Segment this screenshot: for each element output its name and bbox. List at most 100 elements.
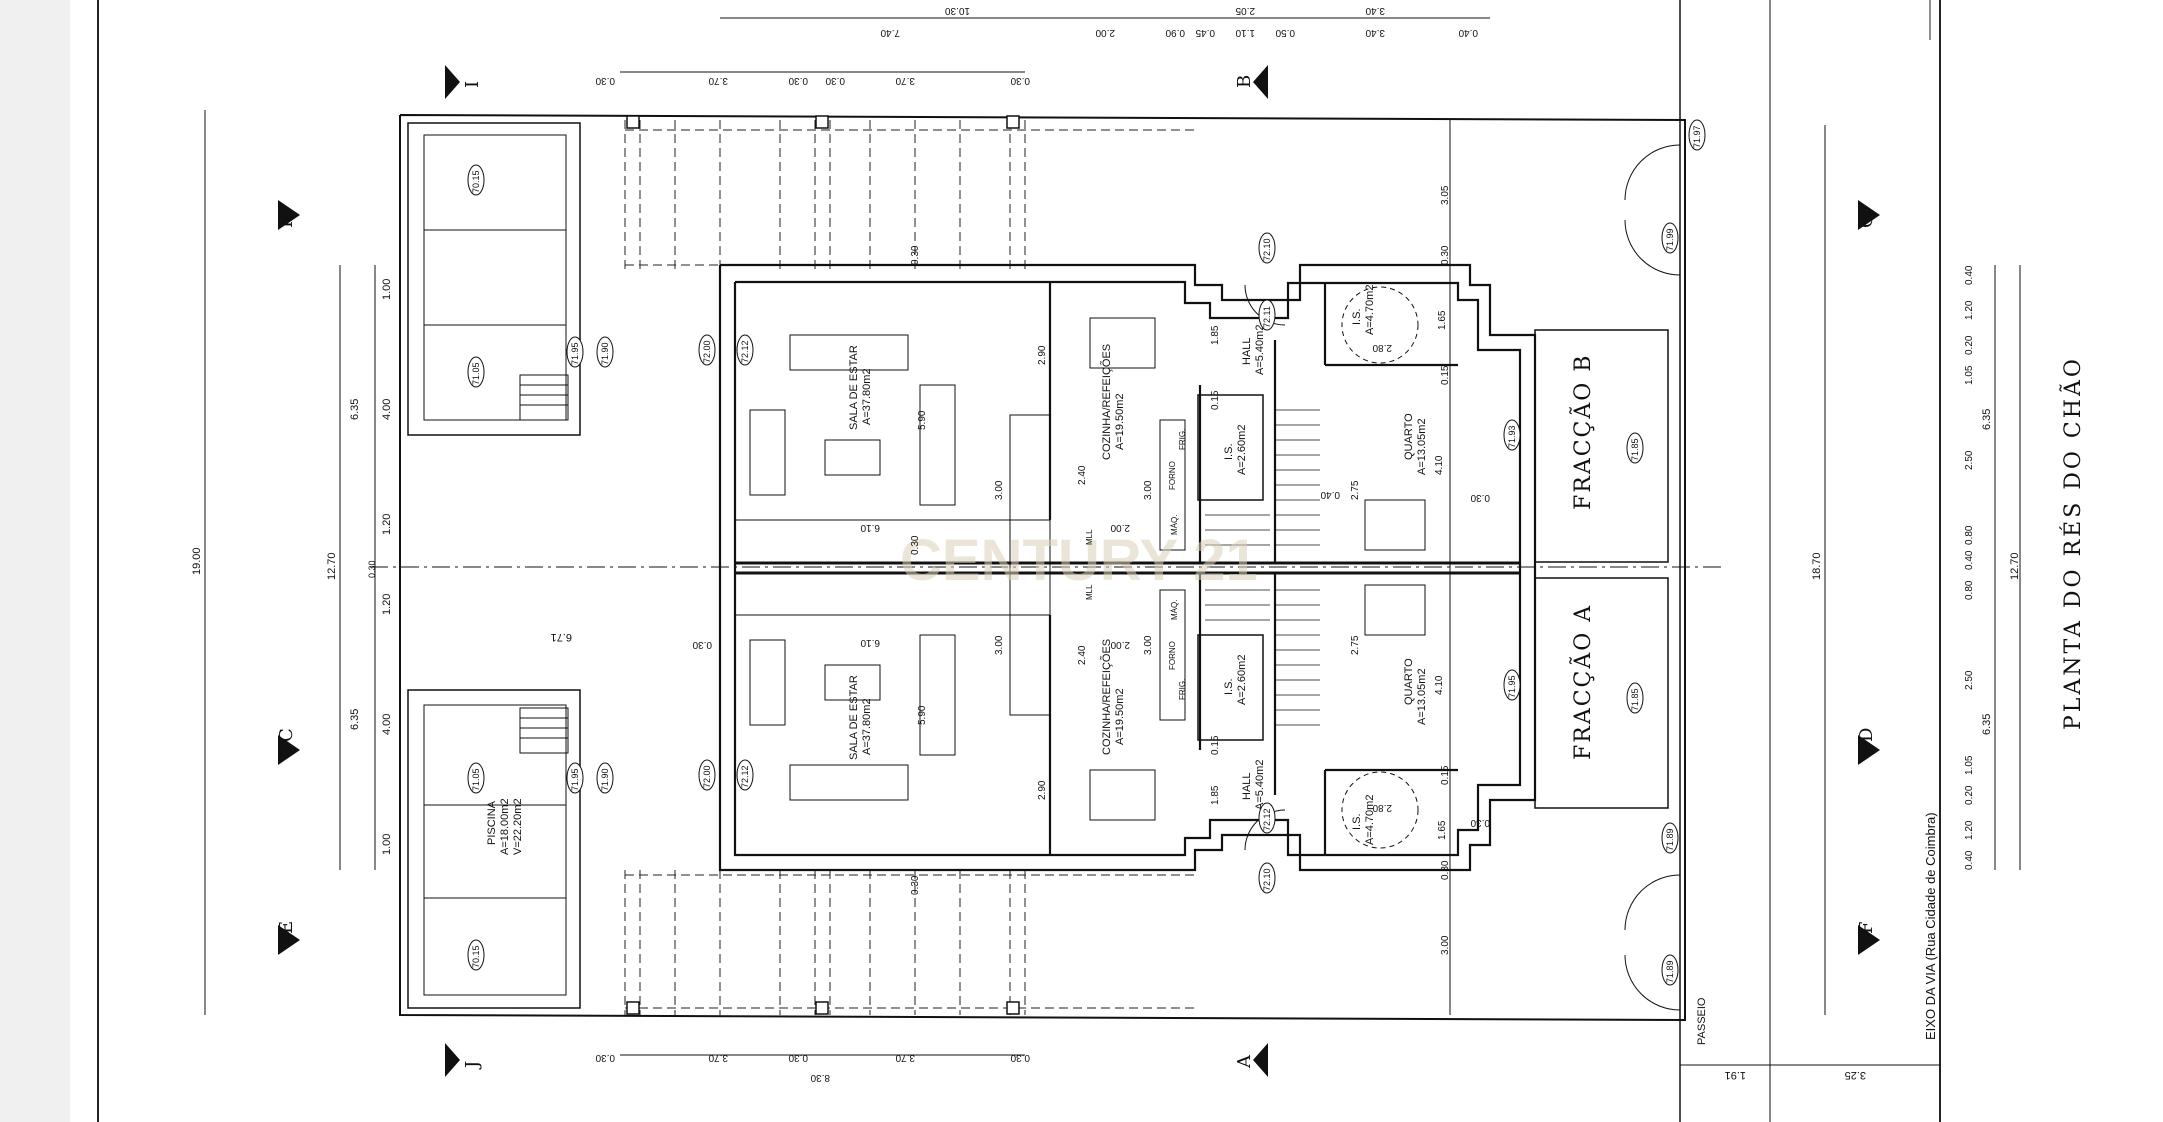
level-tag: 72.10 [1262, 868, 1272, 891]
passeio-label: PASSEIO [1696, 997, 1708, 1045]
is-b-name: I.S. [1351, 308, 1363, 325]
level-tag-ellipse [1626, 682, 1644, 714]
level-tag-ellipse [698, 759, 716, 791]
section-i: I [462, 81, 483, 88]
level-tag: 71.95 [1507, 675, 1517, 698]
level-tag: 71.85 [1630, 688, 1640, 711]
pool-a [407, 689, 581, 1009]
mll-a: MLL [1085, 584, 1094, 600]
top-dim: 0.50 [1275, 27, 1295, 38]
appliance-labels: FRIG. FRIG. FORNO FORNO MÁQ. MÁQ. MLL ML… [1085, 429, 1187, 700]
level-tag: 72.12 [1262, 808, 1272, 831]
level-tag-ellipse [1258, 299, 1276, 331]
level-tag: 71.90 [600, 768, 610, 791]
piscina-name: PISCINA [486, 800, 498, 845]
top-dim: 1.10 [1235, 27, 1255, 38]
pergola-dim-top: 3.70 [708, 75, 728, 86]
level-tag-ellipse [1688, 119, 1706, 151]
hall-a-name: HALL [1241, 772, 1253, 800]
hall-b-area: A=5.40m2 [1254, 325, 1266, 375]
level-tag: 70.15 [471, 170, 481, 193]
dim-left-a-1: 1.20 [381, 594, 393, 615]
right-dim: 0.40 [1964, 850, 1975, 870]
furniture [749, 144, 1681, 1011]
pergola-dim-top: 0.30 [1010, 75, 1030, 86]
hall-a-area: A=5.40m2 [1254, 760, 1266, 810]
inner-dim: 5.90 [917, 410, 928, 430]
right-dim: 0.40 [1964, 265, 1975, 285]
is-small-a-name: I.S. [1223, 678, 1235, 695]
inner-dim: 2.40 [1077, 465, 1088, 485]
is-a-area: A=4.70m2 [1364, 795, 1376, 845]
right-dim: 0.20 [1964, 335, 1975, 355]
top-dim: 3.40 [1365, 27, 1385, 38]
level-tag-ellipse [467, 356, 485, 388]
inner-dim: 3.00 [1143, 480, 1154, 500]
top-dim: 2.05 [1235, 5, 1255, 16]
piscina-area: A=18.00m2 [499, 798, 511, 855]
sala-b-name: SALA DE ESTAR [848, 345, 860, 430]
maq-b: MÁQ. [1170, 515, 1179, 535]
pergola-dim-top: 3.70 [895, 75, 915, 86]
inner-dim: 2.00 [1110, 639, 1130, 650]
inner-dim: 3.00 [1143, 635, 1154, 655]
top-dim: 2.00 [1095, 27, 1115, 38]
dim-right-mid: 12.70 [2009, 552, 2021, 580]
sheet-border [97, 0, 1941, 1122]
section-g: G [1856, 214, 1877, 228]
inner-dim: 1.85 [1210, 785, 1221, 805]
right-dim: 2.50 [1964, 450, 1975, 470]
quarto-b-area: A=13.05m2 [1416, 418, 1428, 475]
section-f: F [1856, 922, 1877, 935]
dim-right-a: 6.35 [1981, 714, 1993, 735]
level-tag-ellipse [1661, 954, 1679, 986]
inner-dim: 0.15 [1440, 365, 1451, 385]
street-label: EIXO DA VIA (Rua Cidade de Coimbra) [1923, 812, 1938, 1040]
forno-b: FORNO [1168, 461, 1177, 490]
inner-dim: 1.65 [1437, 820, 1448, 840]
level-tag-ellipse [1503, 419, 1521, 451]
section-letters: I B H G C D E F J A [276, 75, 1877, 1070]
dim-left-b-3: 1.20 [381, 514, 393, 535]
top-dim: 0.40 [1458, 27, 1478, 38]
right-dimension-column: 0.401.200.201.052.500.800.400.802.501.05… [1964, 265, 1975, 870]
level-tag-ellipse [596, 336, 614, 368]
level-tag: 71.99 [1665, 228, 1675, 251]
inner-dim: 0.30 [1440, 860, 1451, 880]
dim-left-center: 0.30 [367, 560, 377, 578]
level-tag: 71.05 [471, 362, 481, 385]
sala-b-area: A=37.80m2 [861, 368, 873, 425]
level-tag-ellipse [467, 762, 485, 794]
fraccao-a-label: FRACÇÃO A [1568, 604, 1596, 760]
is-b-area: A=4.70m2 [1364, 285, 1376, 335]
level-tag: 71.90 [600, 342, 610, 365]
is-small-b-area: A=2.60m2 [1236, 425, 1248, 475]
level-tag: 72.00 [702, 765, 712, 788]
inner-dim: 4.10 [1434, 675, 1445, 695]
inner-dim: 3.00 [994, 480, 1005, 500]
section-b: B [1234, 75, 1255, 88]
level-tag: 72.00 [702, 340, 712, 363]
level-tag: 71.85 [1630, 438, 1640, 461]
dim-left-a-2: 4.00 [381, 714, 393, 735]
inner-dim: 0.30 [1470, 492, 1490, 503]
quarto-b-name: QUARTO [1403, 413, 1415, 460]
pergola-dim-bottom: 3.70 [708, 1052, 728, 1063]
inner-dim: 0.15 [1210, 390, 1221, 410]
inner-dim: 0.40 [1320, 489, 1340, 500]
watermark: CENTURY 21 [900, 528, 1258, 593]
dim-left-b-1: 1.00 [381, 279, 393, 300]
level-tag: 72.12 [740, 340, 750, 363]
dim-bottom-right-1: 1.91 [1725, 1069, 1746, 1081]
plot-outline [399, 0, 1940, 1122]
inner-dim: 0.15 [1440, 765, 1451, 785]
is-a-name: I.S. [1351, 813, 1363, 830]
inner-dim: 0.30 [692, 639, 712, 650]
inner-dim: 5.90 [917, 705, 928, 725]
dim-pool-width: 6.71 [551, 631, 572, 643]
level-tag-ellipse [736, 334, 754, 366]
dim-left-total: 19.00 [191, 547, 203, 575]
right-dim: 2.50 [1964, 670, 1975, 690]
